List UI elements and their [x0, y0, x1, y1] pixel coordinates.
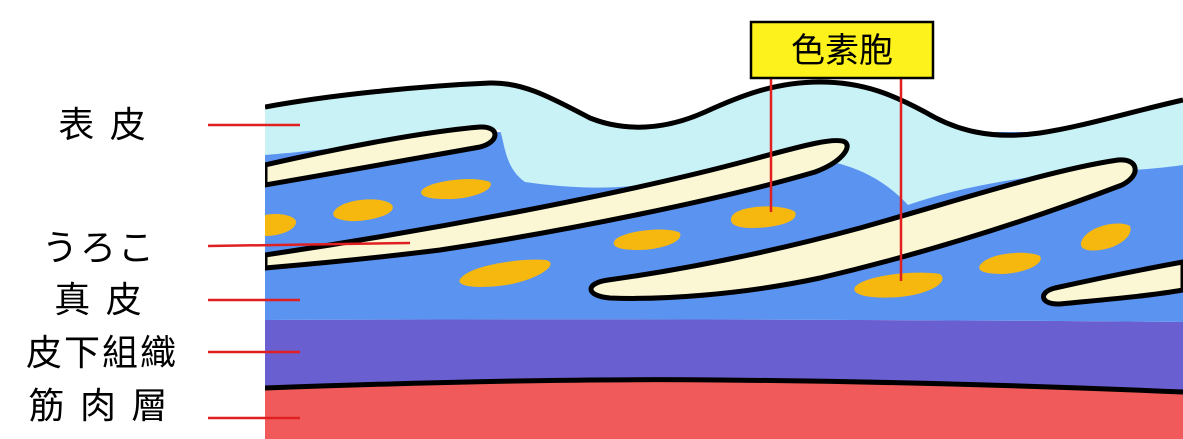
- epidermis-label: 表 皮: [58, 105, 147, 146]
- muscle-label: 筋 肉 層: [29, 386, 170, 427]
- chromatophore-label: 色素胞: [791, 31, 893, 71]
- scales-label: うろこ: [42, 228, 156, 269]
- dermis-label: 真 皮: [54, 280, 143, 321]
- subcutaneous-label: 皮下組織: [26, 333, 178, 374]
